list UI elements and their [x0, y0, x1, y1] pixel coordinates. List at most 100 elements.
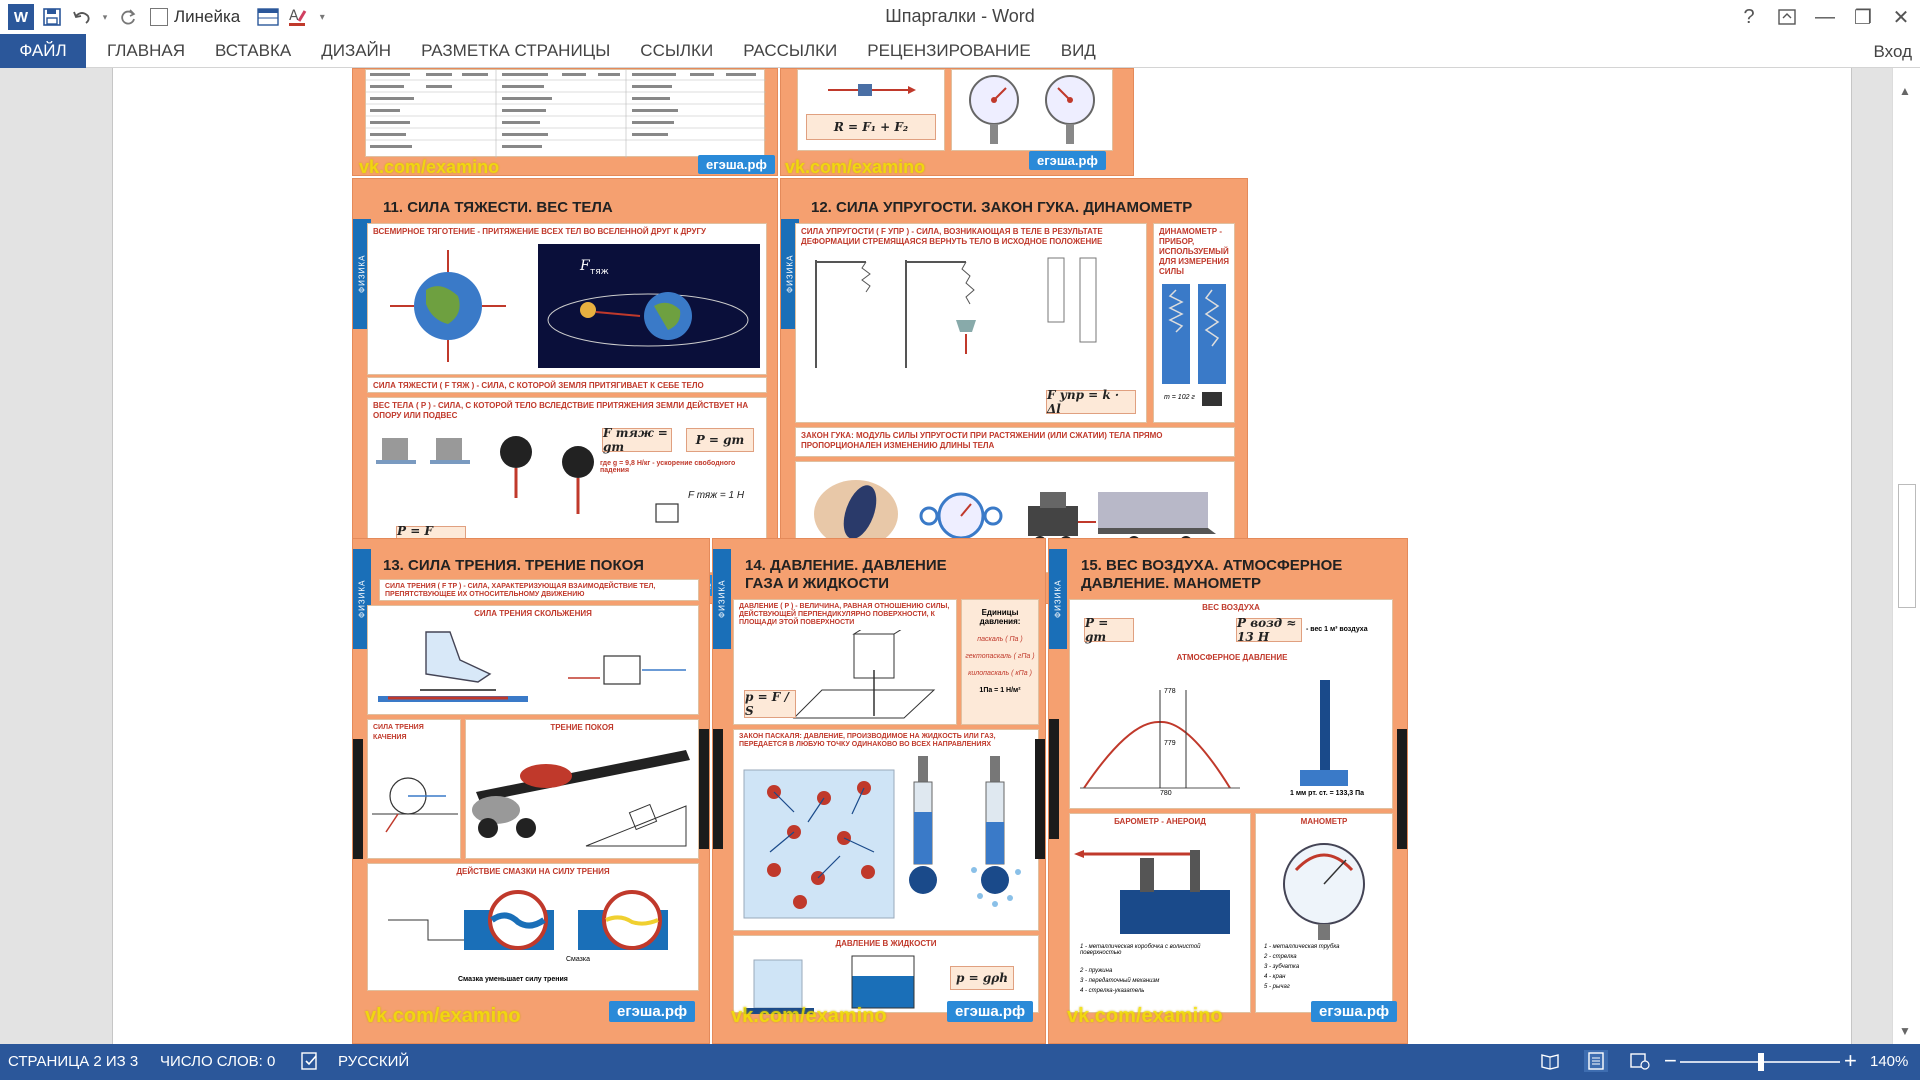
- pressure-formula: p = F / S: [744, 690, 796, 718]
- poster-title: 15. ВЕС ВОЗДУХА. АТМОСФЕРНОЕ ДАВЛЕНИЕ. М…: [1081, 557, 1343, 592]
- ruler-checkbox[interactable]: [150, 8, 168, 26]
- redo-icon[interactable]: [116, 5, 140, 29]
- vertical-scrollbar[interactable]: ▲ ▼: [1892, 68, 1920, 1044]
- zoom-in-button[interactable]: +: [1844, 1048, 1857, 1073]
- tab-page-layout[interactable]: РАЗМЕТКА СТРАНИЦЫ: [421, 41, 611, 60]
- side-stripe: [713, 729, 723, 849]
- table-icon[interactable]: [256, 5, 280, 29]
- liquid-pressure-panel: ДАВЛЕНИЕ В ЖИДКОСТИ p = gρh: [733, 935, 1039, 1014]
- page-count[interactable]: СТРАНИЦА 2 ИЗ 3: [8, 1053, 139, 1070]
- ribbon-display-options-icon[interactable]: [1768, 0, 1806, 34]
- rolling-friction-drawing: [372, 777, 458, 833]
- manometer-part-5: 5 - рычаг: [1264, 984, 1290, 990]
- undo-icon[interactable]: [70, 5, 94, 29]
- window-controls: ? — ❐ ✕: [1730, 0, 1920, 34]
- pressure-units-panel: Единицы давления: паскаль ( Па ) гектопа…: [961, 599, 1039, 725]
- barometer-drawing: [1074, 850, 1230, 934]
- customize-qat-icon[interactable]: ▾: [319, 11, 325, 23]
- barometer-part-2: 2 - пружина: [1080, 968, 1113, 974]
- lubrication-label: ДЕЙСТВИЕ СМАЗКИ НА СИЛУ ТРЕНИЯ: [456, 867, 610, 876]
- undo-dropdown-icon[interactable]: ▾: [102, 11, 108, 22]
- one-newton-note: F тяж = 1 Н: [688, 490, 745, 501]
- tab-home[interactable]: ГЛАВНАЯ: [107, 41, 185, 60]
- word-count[interactable]: ЧИСЛО СЛОВ: 0: [160, 1053, 276, 1070]
- watermark-vk: vk.com/examino: [365, 1005, 521, 1027]
- watermark-egesha: егэша.рф: [698, 155, 775, 174]
- physics-side-tag: ФИЗИКА: [1049, 549, 1067, 649]
- pressure-def-panel: ДАВЛЕНИЕ ( p ) - ВЕЛИЧИНА, РАВНАЯ ОТНОШЕ…: [733, 599, 957, 725]
- scrollbar-thumb[interactable]: [1898, 484, 1916, 608]
- unit-kilopascal: килопаскаль ( кПа ): [968, 670, 1032, 677]
- units-heading: Единицы давления:: [979, 608, 1021, 626]
- tab-mailings[interactable]: РАССЫЛКИ: [743, 41, 838, 60]
- scroll-up-icon[interactable]: ▲: [1899, 84, 1911, 98]
- help-button[interactable]: ?: [1743, 5, 1755, 28]
- weight-formula: P = gm: [686, 428, 754, 452]
- pressure-def-label: ДАВЛЕНИЕ ( p ) - ВЕЛИЧИНА, РАВНАЯ ОТНОШЕ…: [739, 603, 950, 626]
- manometer-drawing: [1283, 843, 1365, 940]
- scroll-down-icon[interactable]: ▼: [1899, 1024, 1911, 1038]
- language[interactable]: РУССКИЙ: [338, 1053, 410, 1070]
- pascal-law-drawing: [743, 756, 1021, 919]
- density-table: [365, 69, 766, 158]
- earth-diagrams: F тяж: [390, 244, 760, 368]
- read-mode-icon[interactable]: [1538, 1050, 1562, 1072]
- barometer-part-1: 1 - металлическая коробочка с волнистой …: [1080, 944, 1201, 956]
- sign-in-link[interactable]: Вход: [1873, 42, 1912, 61]
- status-bar: СТРАНИЦА 2 ИЗ 3 ЧИСЛО СЛОВ: 0 РУССКИЙ − …: [0, 1044, 1920, 1080]
- word-logo-icon[interactable]: W: [8, 4, 34, 30]
- gravity-formula: F тяж = gm: [602, 426, 672, 454]
- save-icon[interactable]: [40, 5, 64, 29]
- tab-references[interactable]: ССЫЛКИ: [640, 41, 714, 60]
- ribbon-tab-list: ГЛАВНАЯ ВСТАВКА ДИЗАЙН РАЗМЕТКА СТРАНИЦЫ…: [92, 34, 1111, 68]
- friction-def-panel: СИЛА ТРЕНИЯ ( F тр ) - СИЛА, ХАРАКТЕРИЗУ…: [379, 579, 699, 601]
- watermark-vk: vk.com/examino: [785, 157, 926, 176]
- document-page[interactable]: vk.com/examino егэша.рф R = F₁ + F₂: [112, 68, 1852, 1044]
- atm-tick-780: 780: [1160, 790, 1172, 797]
- poster-title: 11. СИЛА ТЯЖЕСТИ. ВЕС ТЕЛА: [383, 199, 613, 216]
- minimize-button[interactable]: —: [1815, 5, 1835, 28]
- restore-button[interactable]: ❐: [1854, 6, 1872, 29]
- poster-12-elasticity: ФИЗИКА 12. СИЛА УПРУГОСТИ. ЗАКОН ГУКА. Д…: [780, 178, 1248, 604]
- liquid-pressure-drawing: [744, 955, 915, 1014]
- zoom-out-button[interactable]: −: [1664, 1048, 1677, 1073]
- svg-text:F: F: [579, 258, 591, 274]
- zoom-slider-thumb[interactable]: [1758, 1053, 1764, 1071]
- physics-side-tag: ФИЗИКА: [713, 549, 731, 649]
- print-layout-icon[interactable]: [1584, 1050, 1608, 1072]
- pascal-law-panel: ЗАКОН ПАСКАЛЯ: ДАВЛЕНИЕ, ПРОИЗВОДИМОЕ НА…: [733, 729, 1039, 931]
- svg-text:тяж: тяж: [590, 267, 609, 277]
- side-stripe: [353, 739, 363, 859]
- static-friction-label: ТРЕНИЕ ПОКОЯ: [550, 723, 614, 732]
- text-highlight-icon[interactable]: A: [286, 5, 310, 29]
- elastic-force-panel: СИЛА УПРУГОСТИ ( F упр ) - СИЛА, ВОЗНИКА…: [795, 223, 1147, 423]
- poster-10-partial: R = F₁ + F₂ vk.com/examino егэша.рф: [780, 68, 1134, 176]
- ribbon-tabs: ФАЙЛ ГЛАВНАЯ ВСТАВКА ДИЗАЙН РАЗМЕТКА СТР…: [0, 34, 1920, 68]
- close-button[interactable]: ✕: [1892, 6, 1910, 29]
- lubrication-drawing: [388, 890, 668, 950]
- dynamometer-panel: ДИНАМОМЕТР - ПРИБОР, ИСПОЛЬЗУЕМЫЙ ДЛЯ ИЗ…: [1153, 223, 1235, 423]
- elastic-force-label: СИЛА УПРУГОСТИ ( F упр ) - СИЛА, ВОЗНИКА…: [801, 227, 1103, 246]
- tab-view[interactable]: ВИД: [1060, 41, 1096, 60]
- rolling-friction-panel: СИЛА ТРЕНИЯ КАЧЕНИЯ: [367, 719, 461, 859]
- tab-insert[interactable]: ВСТАВКА: [214, 41, 292, 60]
- manometer-panel: МАНОМЕТР 1 - металлическая трубка 2 - ст…: [1255, 813, 1393, 1013]
- barometer-part-4: 4 - стрелка-указатель: [1080, 988, 1145, 994]
- zoom-level[interactable]: 140%: [1870, 1053, 1909, 1070]
- tab-design[interactable]: ДИЗАЙН: [321, 41, 392, 60]
- tab-review[interactable]: РЕЦЕНЗИРОВАНИЕ: [867, 41, 1031, 60]
- proofing-icon[interactable]: [300, 1051, 320, 1075]
- tab-file[interactable]: ФАЙЛ: [0, 34, 86, 68]
- liquid-pressure-formula: p = gρh: [950, 966, 1014, 990]
- manometer-part-3: 3 - зубчатка: [1264, 964, 1300, 970]
- elasticity-examples: [814, 480, 1216, 548]
- manometer-label: МАНОМЕТР: [1300, 817, 1348, 826]
- side-stripe: [1035, 739, 1045, 859]
- liquid-pressure-label: ДАВЛЕНИЕ В ЖИДКОСТИ: [835, 939, 937, 948]
- gravitation-panel: ВСЕМИРНОЕ ТЯГОТЕНИЕ - ПРИТЯЖЕНИЕ ВСЕХ ТЕ…: [367, 223, 767, 375]
- watermark-vk: vk.com/examino: [1067, 1005, 1223, 1027]
- watermark-egesha: егэша.рф: [1029, 151, 1106, 170]
- manometer-part-2: 2 - стрелка: [1264, 954, 1297, 960]
- web-layout-icon[interactable]: [1628, 1050, 1652, 1072]
- atm-tick-779: 779: [1164, 740, 1176, 747]
